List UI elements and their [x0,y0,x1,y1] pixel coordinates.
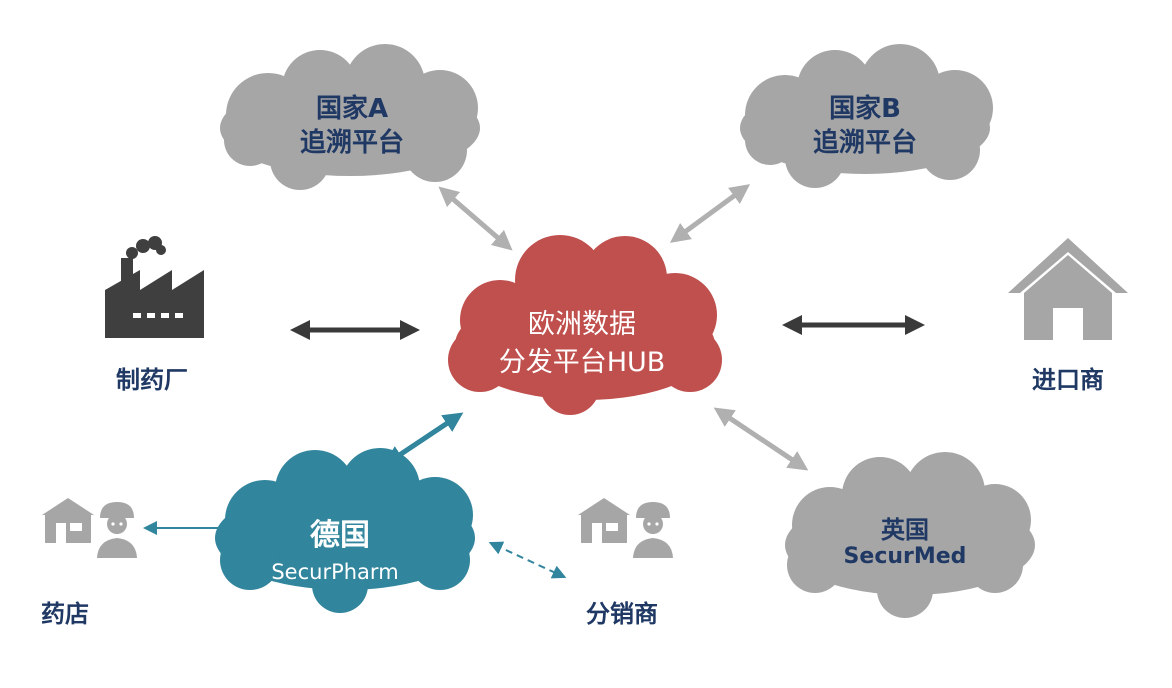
house-icon [1008,238,1128,340]
arrow-hub-country-a [438,186,513,251]
uk-cloud [785,452,1035,618]
country-a-title: 国家A [315,94,389,124]
country-a-cloud [220,44,480,190]
distributor-store-icon [578,498,630,543]
arrow-hub-country-b [669,184,751,243]
arrow-hub-germany [383,412,464,466]
hub-cloud [448,235,722,415]
distributor-label: 分销商 [586,600,658,628]
arrow-germany-distributor [488,541,567,579]
germany-cloud [215,448,475,613]
pharmacy-label: 药店 [41,600,89,628]
arrow-hub-uk [713,407,809,471]
hub-subtitle: 分发平台HUB [498,347,666,378]
pharmacy-worker-icon [97,502,137,558]
uk-subtitle: SecurMed [843,544,967,569]
germany-subtitle: SecurPharm [271,560,399,584]
manufacturer-label: 制药厂 [116,366,188,394]
hub-title: 欧洲数据 [528,309,636,340]
country-a-subtitle: 追溯平台 [299,128,405,158]
factory-icon [105,236,204,338]
pharmacy-store-icon [42,498,94,543]
importer-label: 进口商 [1032,366,1104,394]
uk-title: 英国 [881,516,929,544]
germany-title: 德国 [310,518,370,553]
country-b-cloud [740,44,993,188]
country-b-subtitle: 追溯平台 [812,128,918,158]
country-b-title: 国家B [829,94,901,124]
distributor-worker-icon [633,502,673,558]
